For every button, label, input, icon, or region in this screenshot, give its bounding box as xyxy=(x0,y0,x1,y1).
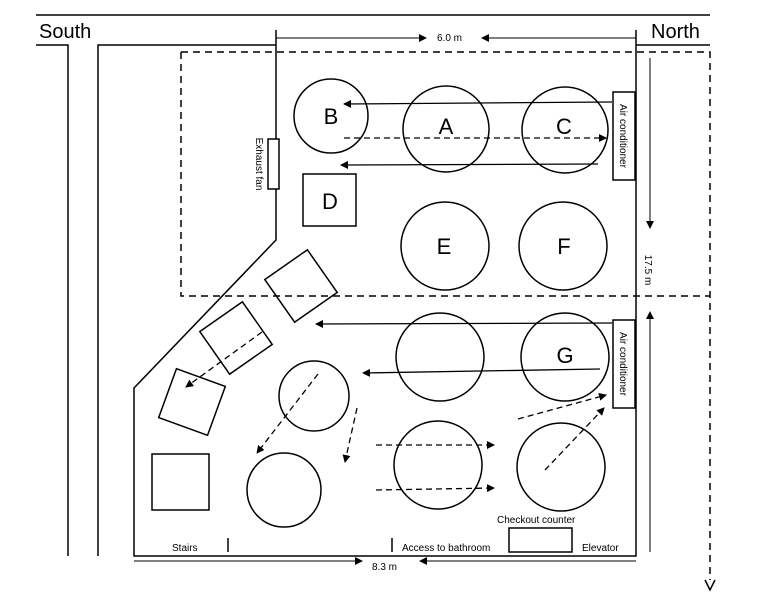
table-bottom-left-round xyxy=(246,452,322,528)
stairs-label: Stairs xyxy=(172,543,198,554)
air-conditioner-bottom-box xyxy=(612,319,636,409)
air-conditioner-bottom-label: Air conditioner xyxy=(617,332,628,397)
table-a-label: A xyxy=(439,114,454,139)
dimension-bottom-label: 8.3 m xyxy=(372,562,397,573)
air-conditioner-top-box xyxy=(612,91,636,181)
airflow-solid xyxy=(315,99,613,377)
table-g-label: G xyxy=(556,343,573,368)
table-f-label: F xyxy=(557,234,570,259)
table-e-label: E xyxy=(437,234,452,259)
exhaust-fan-label: Exhaust fan xyxy=(253,138,264,191)
table-g xyxy=(520,312,610,402)
checkout-counter-label: Checkout counter xyxy=(497,515,576,526)
table-e xyxy=(400,201,490,291)
table-c-label: C xyxy=(556,114,572,139)
bathroom-label: Access to bathroom xyxy=(402,543,490,554)
airflow-dashed xyxy=(185,134,607,493)
table-bottom-right-round xyxy=(516,422,606,512)
dimension-side-label: 17.5 m xyxy=(642,255,653,286)
dashed-zone xyxy=(180,51,711,580)
south-label: South xyxy=(39,21,91,43)
table-diamond-3 xyxy=(157,367,227,437)
elevator-label: Elevator xyxy=(582,543,619,554)
table-small-round xyxy=(278,360,350,432)
table-diamond-2 xyxy=(198,300,274,376)
room-walls xyxy=(133,30,637,557)
fixtures xyxy=(267,91,636,553)
table-bottom-mid-round xyxy=(393,420,483,510)
table-f xyxy=(518,201,608,291)
dimension-lines xyxy=(134,30,654,565)
north-label: North xyxy=(651,21,700,43)
table-mid-1 xyxy=(395,312,485,402)
square-tables xyxy=(151,173,357,511)
dashed-exit-arrowhead xyxy=(704,579,716,592)
table-a xyxy=(402,85,490,173)
wall-markers xyxy=(227,538,393,552)
air-conditioner-top-label: Air conditioner xyxy=(617,104,628,169)
table-d-label: D xyxy=(322,189,338,214)
table-diamond-1 xyxy=(263,248,339,324)
table-b xyxy=(293,78,369,154)
table-b-label: B xyxy=(324,104,339,129)
checkout-counter-box xyxy=(508,527,573,553)
dimension-top-label: 6.0 m xyxy=(437,33,462,44)
exhaust-fan-box xyxy=(267,138,280,190)
round-tables xyxy=(246,78,610,528)
table-c xyxy=(521,86,609,174)
street-lines xyxy=(36,14,710,556)
table-square-bottom-left xyxy=(151,453,210,511)
table-d xyxy=(302,173,357,227)
